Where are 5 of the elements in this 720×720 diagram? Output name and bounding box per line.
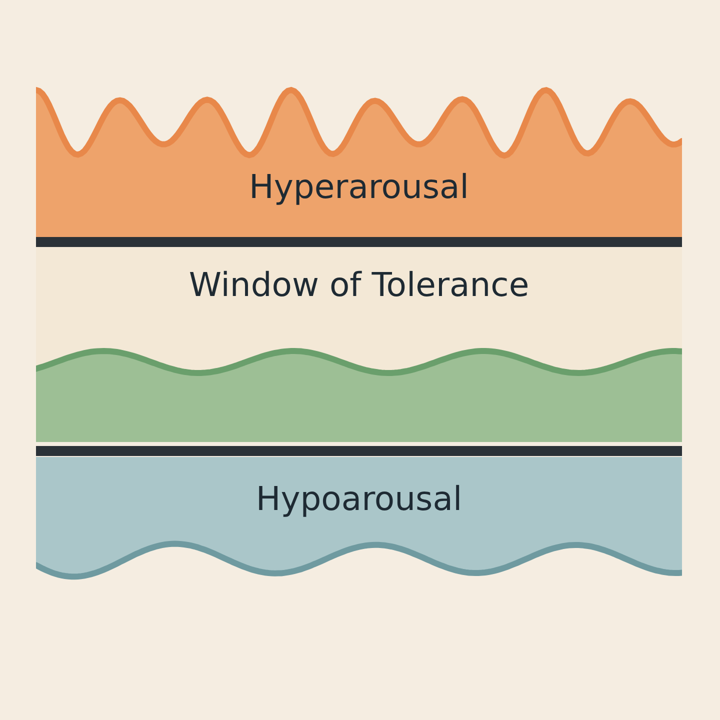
zone-label: Hypoarousal (254, 479, 464, 518)
zone-band (36, 247, 682, 342)
zone-label: Hyperarousal (248, 167, 470, 206)
zone-label: Window of Tolerance (188, 265, 530, 304)
zone-band (36, 342, 682, 442)
